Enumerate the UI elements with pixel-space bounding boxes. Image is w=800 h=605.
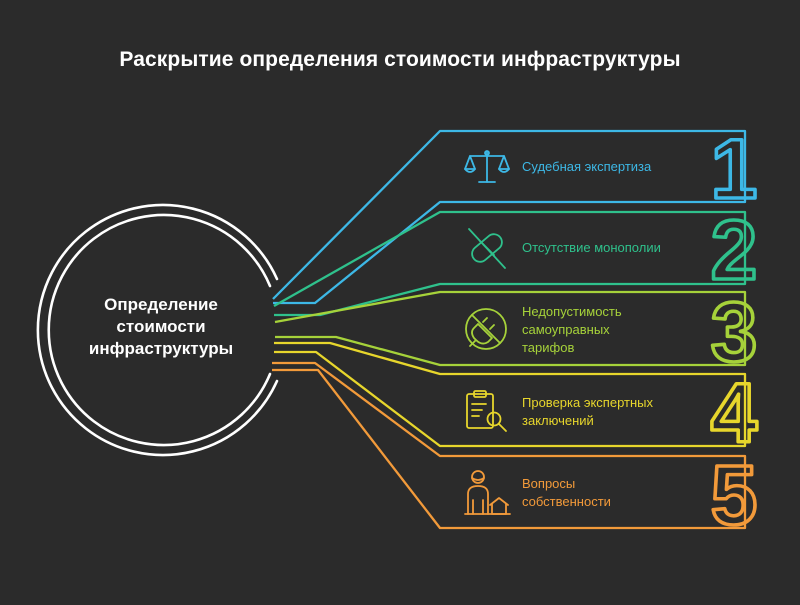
- page-title: Раскрытие определения стоимости инфрастр…: [119, 48, 681, 71]
- item-label-4: Проверка экспертных заключений: [522, 394, 653, 430]
- item-label-2-line-1: Отсутствие монополии: [522, 240, 661, 255]
- number-1: 1: [711, 122, 758, 216]
- center-label-line-3: инфраструктуры: [88, 339, 234, 358]
- item-label-1: Судебная экспертиза: [522, 158, 651, 176]
- center-label: Определение стоимости инфраструктуры: [62, 294, 260, 360]
- item-label-5-line-1: Вопросы: [522, 476, 576, 491]
- ribbon-2: [273, 210, 747, 317]
- scales-icon: [464, 150, 510, 183]
- ribbon-4: [274, 341, 747, 448]
- document-search-icon: [466, 390, 507, 432]
- pill-crossed-icon: [468, 228, 506, 269]
- center-label-line-2: стоимости: [116, 317, 206, 336]
- number-5: 5: [711, 448, 758, 542]
- center-label-line-1: Определение: [104, 295, 218, 314]
- item-label-2: Отсутствие монополии: [522, 239, 661, 257]
- number-3: 3: [711, 285, 758, 379]
- item-label-4-line-1: Проверка экспертных: [522, 395, 653, 410]
- item-label-4-line-2: заключений: [522, 413, 594, 428]
- ribbon-1: [272, 129, 747, 305]
- number-2: 2: [711, 203, 758, 297]
- item-label-1-line-1: Судебная экспертиза: [522, 159, 652, 174]
- ribbon-5: [272, 361, 747, 530]
- item-label-3-line-3: тарифов: [522, 340, 575, 355]
- item-label-5: Вопросы собственности: [522, 475, 611, 511]
- person-house-icon: [464, 470, 511, 515]
- ribbon-3: [274, 290, 747, 367]
- item-label-5-line-2: собственности: [522, 494, 611, 509]
- item-label-3: Недопустимость самоуправных тарифов: [522, 303, 622, 357]
- center-circle: [36, 203, 279, 457]
- item-label-3-line-2: самоуправных: [522, 322, 610, 337]
- number-4: 4: [711, 366, 758, 460]
- item-label-3-line-1: Недопустимость: [522, 304, 622, 319]
- no-plug-icon: [465, 308, 507, 350]
